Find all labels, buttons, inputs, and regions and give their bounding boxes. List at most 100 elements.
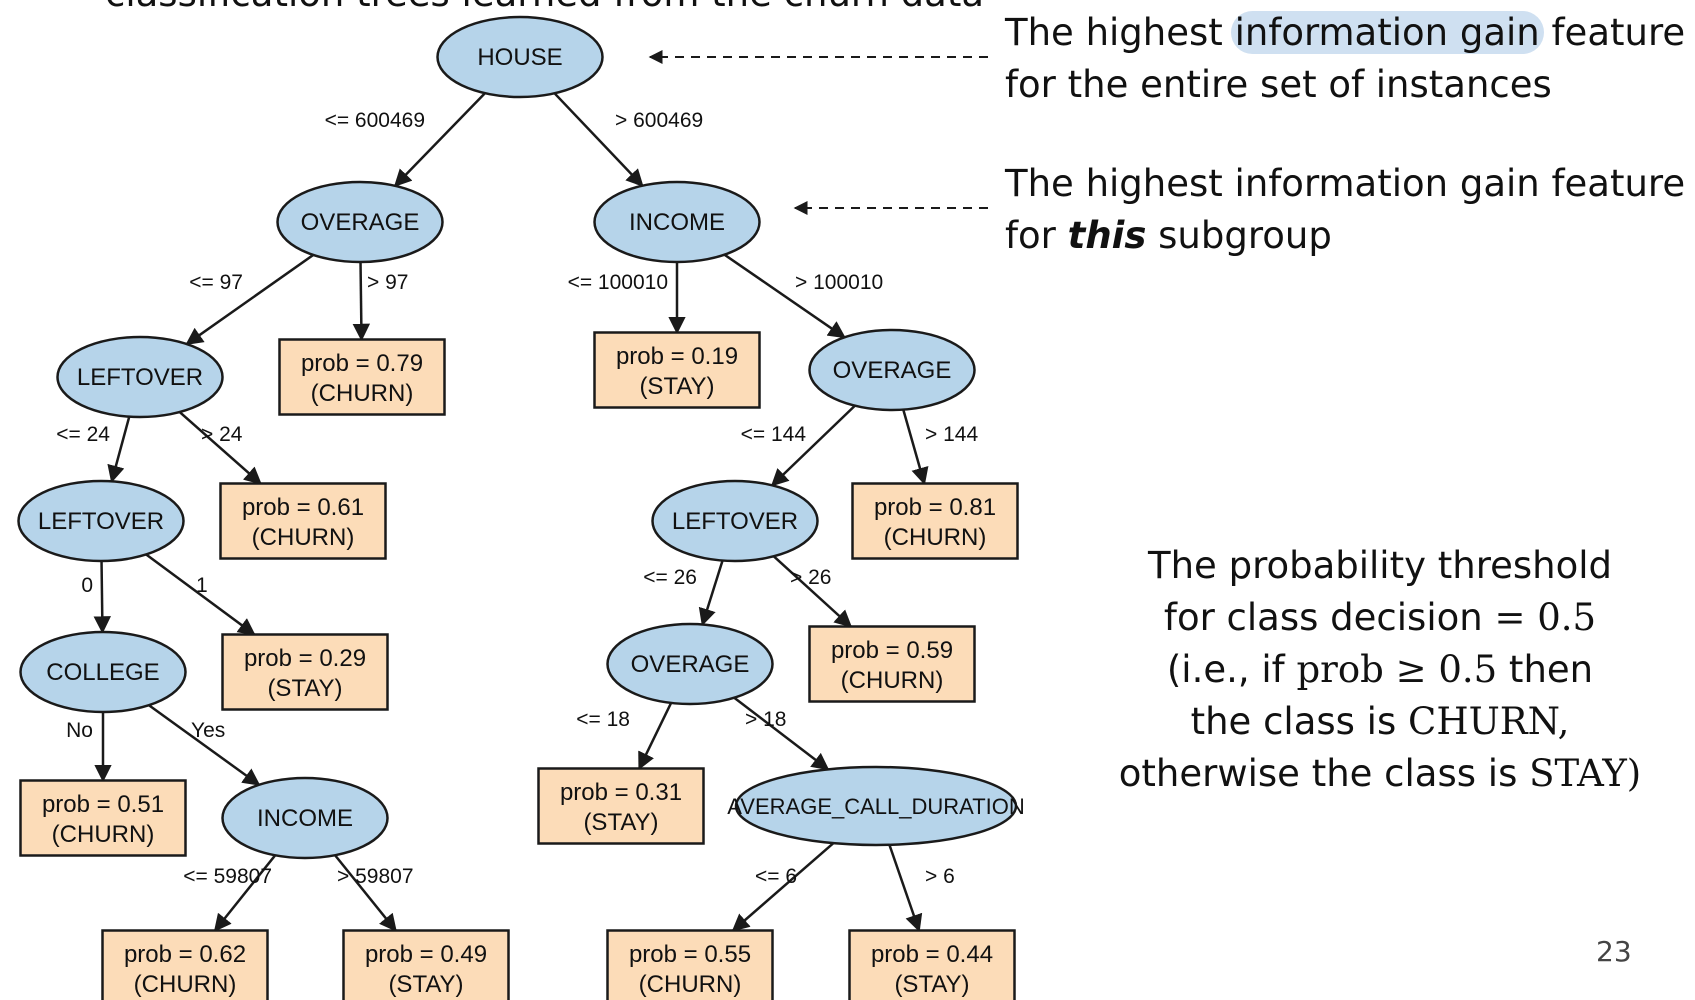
split-node [808,328,976,412]
threshold-annotation: The probability threshold for class deci… [1105,540,1655,800]
split-node [17,479,185,563]
leaf-class-label: (STAY) [583,809,658,836]
edge-label: 0 [81,574,93,597]
leaf-prob-label: prob = 0.31 [560,779,682,806]
tree-edge [148,704,261,786]
subgroup-annotation-line2: for this subgroup [1005,214,1332,257]
leaf-class-label: (CHURN) [884,524,987,551]
leaf-node [606,929,774,1000]
root-annotation-line1: The highest information gain feature [1005,11,1686,54]
edge-label: > 600469 [615,109,703,132]
edge-label: 1 [196,574,208,597]
split-node [606,622,774,706]
edge-label: <= 59807 [183,865,272,888]
edge-label: <= 600469 [325,109,425,132]
threshold-line2: for class decision = 0.5 [1163,596,1597,639]
leaf-node [808,625,976,703]
split-node [56,335,224,419]
edge-label: No [66,719,93,742]
tree-edge [733,696,830,771]
leaf-node [593,331,761,409]
leaf-class-label: (CHURN) [639,971,742,998]
tree-edge [698,560,724,627]
tree-edge [178,411,262,485]
tree-edge [145,553,256,636]
leaf-class-label: (CHURN) [841,667,944,694]
leaf-node [848,929,1016,1000]
tree-edge [213,854,277,932]
split-node-label: LEFTOVER [38,508,164,535]
leaf-class-label: (CHURN) [134,971,237,998]
tree-edge [902,409,929,486]
threshold-line5: otherwise the class is STAY) [1118,752,1642,795]
split-node-label: INCOME [257,805,353,832]
leaf-class-label: (STAY) [388,971,463,998]
edge-label: Yes [191,719,225,742]
split-node-label: INCOME [629,209,725,236]
leaf-node [537,767,705,845]
leaf-class-label: (STAY) [894,971,969,998]
leaf-node [219,482,387,560]
leaf-node [221,633,389,711]
tree-edge [888,844,923,933]
leaf-class-label: (CHURN) [252,524,355,551]
edge-label: > 59807 [337,865,414,888]
tree-edge [393,92,486,188]
leaf-prob-label: prob = 0.55 [629,941,751,968]
subgroup-annotation: The highest information gain feature for… [1005,158,1685,262]
tree-edge [334,854,397,932]
slide-title-fragment: classification trees learned from the ch… [105,0,984,15]
leaf-class-label: (CHURN) [52,821,155,848]
edge-label: <= 97 [189,271,243,294]
edge-label: <= 26 [643,566,697,589]
tree-edge [731,842,835,932]
tree-edge [107,416,131,484]
edge-label: > 6 [925,865,955,888]
tree-edges: <= 600469> 600469<= 97> 97<= 100010> 100… [56,92,978,933]
leaf-prob-label: prob = 0.49 [365,941,487,968]
leaf-node [278,338,446,416]
leaf-prob-label: prob = 0.44 [871,941,993,968]
leaf-class-label: (CHURN) [311,380,414,407]
split-node-label: OVERAGE [833,357,952,384]
edge-label: > 144 [925,423,978,446]
leaf-prob-label: prob = 0.59 [831,637,953,664]
leaf-prob-label: prob = 0.62 [124,941,246,968]
edge-label: > 24 [201,423,243,446]
split-node-label: LEFTOVER [672,508,798,535]
edge-label: > 100010 [795,271,883,294]
threshold-line3: (i.e., if prob ≥ 0.5 then [1166,648,1594,691]
tree-edge [185,253,314,346]
leaf-node [19,779,187,857]
leaf-node [342,929,510,1000]
split-node-label: AVERAGE_CALL_DURATION [727,794,1025,819]
root-annotation-line2: for the entire set of instances [1005,63,1552,106]
leaf-prob-label: prob = 0.79 [301,350,423,377]
edge-label: > 18 [745,708,786,731]
tree-nodes: HOUSE OVERAGE INCOME LEFTOVER prob = 0.79 (CH… [17,15,1025,1000]
tree-edge [772,555,853,628]
split-node-label: LEFTOVER [77,364,203,391]
leaf-node [851,482,1019,560]
tree-edge [93,560,112,634]
split-node-label: HOUSE [477,44,562,71]
split-node [19,630,187,714]
leaf-node [101,929,269,1000]
tree-edge [553,92,644,187]
leaf-prob-label: prob = 0.19 [616,343,738,370]
edge-label: <= 24 [56,423,110,446]
threshold-line1: The probability threshold [1148,544,1612,587]
split-node [734,765,1018,847]
leaf-class-label: (STAY) [267,675,342,702]
tree-edge [352,261,371,342]
edge-label: > 97 [367,271,408,294]
split-node [436,15,604,99]
edge-label: > 26 [790,566,831,589]
tree-edge [638,702,673,771]
tree-edge [723,253,846,339]
split-node-label: COLLEGE [46,659,159,686]
root-annotation: The highest information gain feature for… [1005,7,1685,111]
split-node [221,776,389,860]
edge-label: <= 144 [741,423,807,446]
